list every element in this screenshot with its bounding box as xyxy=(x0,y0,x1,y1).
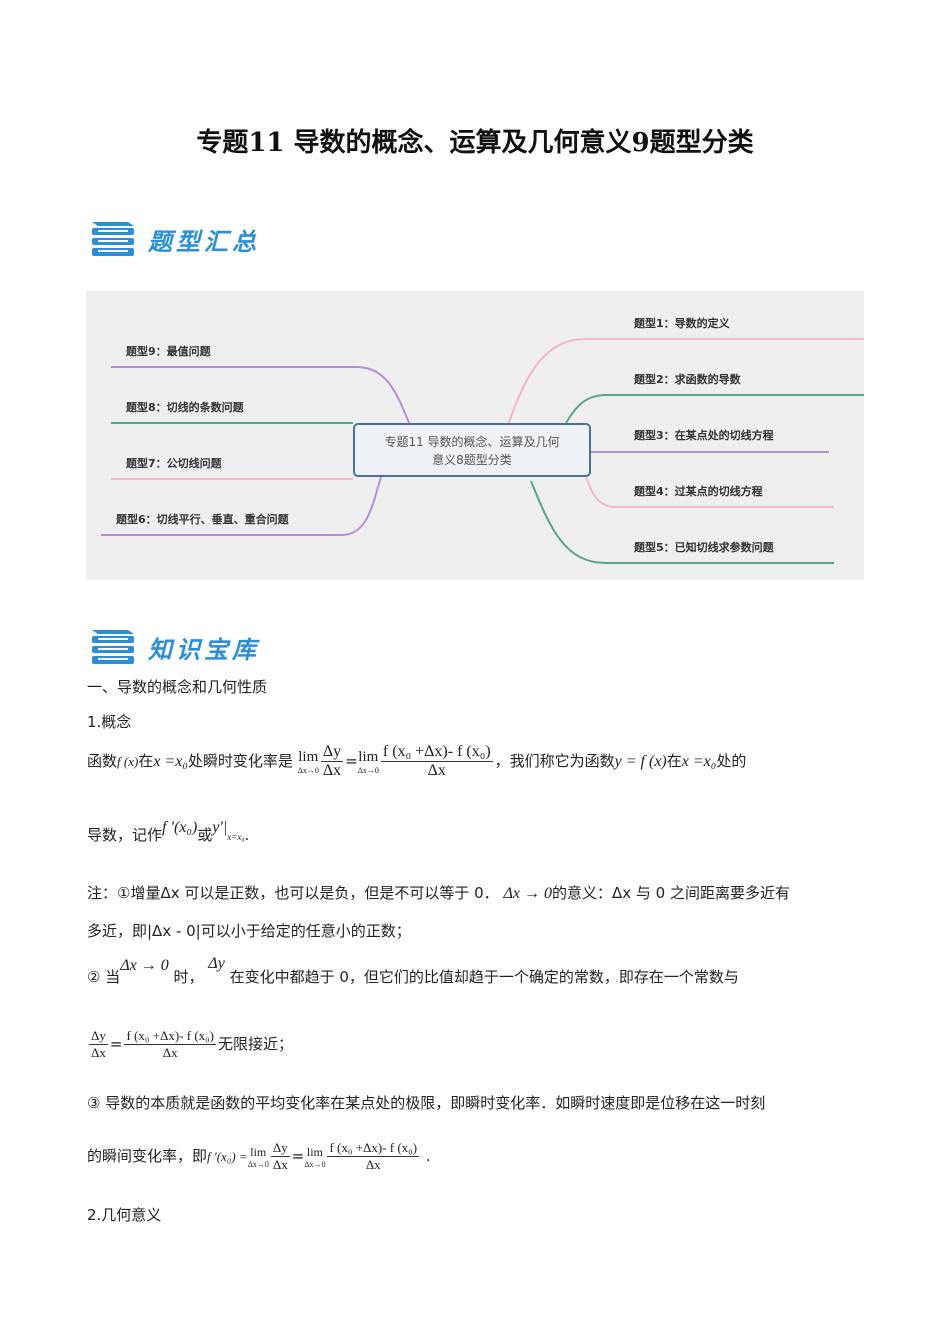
node-type-2: 题型2：求函数的导数 xyxy=(634,373,741,386)
branch-5 xyxy=(530,480,834,564)
node-type-9: 题型9：最值问题 xyxy=(126,345,211,358)
math: Δx → 0 xyxy=(503,885,552,902)
banner-summary-label: 题型汇总 xyxy=(148,226,260,256)
subheading-concept: 1.概念 xyxy=(87,713,132,731)
lim-sub: Δx→0 xyxy=(297,765,319,775)
eq: = xyxy=(345,752,358,770)
lim-sub: Δx→0 xyxy=(304,1159,326,1169)
note-3: ② 当Δx → 0 时， Δy 在变化中都趋于 0，但它们的比值却趋于一个确定的… xyxy=(87,955,739,987)
notation-line: 导数，记作f ′(x₀)或y′|x=x₀. xyxy=(87,819,250,845)
text: 导数，记作 xyxy=(87,826,163,844)
text: . xyxy=(425,1147,431,1165)
math: f (x) xyxy=(117,754,139,769)
branch-2 xyxy=(565,394,864,424)
lim-sub: Δx→0 xyxy=(247,1159,269,1169)
math: Δy xyxy=(208,955,225,972)
fraction: f (x₀ +Δx)- f (x₀)Δx xyxy=(380,743,493,780)
text: . xyxy=(244,826,250,844)
math: x =x₀ xyxy=(681,753,717,770)
branch-1 xyxy=(505,338,864,432)
lim: lim xyxy=(358,748,379,765)
den: Δx xyxy=(322,762,342,779)
num: Δy xyxy=(89,1028,108,1045)
node-type-1: 题型1：导数的定义 xyxy=(634,317,730,330)
den: Δx xyxy=(162,1045,178,1060)
math-sub: x=x₀ xyxy=(227,832,245,842)
branch-6 xyxy=(101,476,382,536)
lim: lim xyxy=(306,1144,323,1159)
text: ② 当 xyxy=(87,968,121,986)
mind-map-branches xyxy=(101,338,864,564)
text: 在 xyxy=(666,752,682,770)
eq: = xyxy=(109,1035,123,1053)
branch-4 xyxy=(583,470,834,508)
text: 在变化中都趋于 0，但它们的比值却趋于一个确定的常数，即存在一个常数与 xyxy=(229,968,739,986)
note-1: 注：①增量Δx 可以是正数，也可以是负，但是不可以等于 0． Δx → 0的意义… xyxy=(87,882,790,903)
text: 的瞬间变化率，即 xyxy=(87,1147,208,1165)
note-2: 多近，即|Δx - 0|可以小于给定的任意小的正数； xyxy=(87,922,411,940)
text: 在 xyxy=(138,752,154,770)
text: 的意义：Δx 与 0 之间距离要多近有 xyxy=(551,884,790,902)
section-heading: 一、导数的概念和几何性质 xyxy=(87,678,268,696)
banner-summary: 题型汇总 xyxy=(90,218,260,260)
den: Δx xyxy=(91,1045,106,1060)
banner-knowledge-label: 知识宝库 xyxy=(148,634,260,664)
subheading-geometry: 2.几何意义 xyxy=(87,1206,162,1224)
node-type-6: 题型6：切线平行、垂直、重合问题 xyxy=(116,513,289,526)
math: y′| xyxy=(212,819,228,836)
lim-sub: Δx→0 xyxy=(357,765,379,775)
lim: lim xyxy=(250,1144,267,1159)
num: f (x₀ +Δx)- f (x₀) xyxy=(327,1140,420,1157)
num: Δy xyxy=(320,743,344,762)
branch-9 xyxy=(111,366,410,424)
text: 时， xyxy=(173,968,204,986)
num: Δy xyxy=(270,1140,290,1157)
note-5: ③ 导数的本质就是函数的平均变化率在某点处的极限，即瞬时变化率．如瞬时速度即是位… xyxy=(87,1094,766,1112)
books-icon xyxy=(92,630,134,664)
math: x =x₀ xyxy=(153,753,188,770)
text: ，我们称它为函数 xyxy=(494,752,615,770)
center-line-2: 意义8题型分类 xyxy=(432,453,512,467)
banner-knowledge: 知识宝库 xyxy=(90,626,260,668)
node-type-8: 题型8：切线的条数问题 xyxy=(126,401,244,414)
den: Δx xyxy=(365,1157,381,1172)
text: 或 xyxy=(197,826,213,844)
num: f (x₀ +Δx)- f (x₀) xyxy=(124,1028,217,1045)
den: Δx xyxy=(427,762,446,779)
center-line-1: 专题11 导数的概念、运算及几何 xyxy=(384,435,560,449)
math: f ′(x₀) xyxy=(162,819,198,836)
books-icon xyxy=(92,222,134,256)
mind-map-center-node: 专题11 导数的概念、运算及几何意义8题型分类 xyxy=(353,423,591,477)
text: 处的 xyxy=(716,752,747,770)
mind-map: 专题11 导数的概念、运算及几何意义8题型分类 题型1：导数的定义 题型2：求函… xyxy=(86,291,864,580)
node-type-7: 题型7：公切线问题 xyxy=(126,457,222,470)
text: 函数 xyxy=(87,752,118,770)
math: f ′(x₀) = xyxy=(207,1149,248,1164)
num: f (x₀ +Δx)- f (x₀) xyxy=(380,743,493,762)
math: Δx → 0 xyxy=(120,957,169,974)
node-type-4: 题型4：过某点的切线方程 xyxy=(634,485,763,498)
fraction: f (x₀ +Δx)- f (x₀)Δx xyxy=(124,1028,217,1061)
text: 无限接近； xyxy=(218,1035,294,1053)
text: 注：①增量Δx 可以是正数，也可以是负，但是不可以等于 0． xyxy=(87,884,499,902)
node-type-5: 题型5：已知切线求参数问题 xyxy=(634,541,774,554)
lim: lim xyxy=(298,748,319,765)
fraction: f (x₀ +Δx)- f (x₀)Δx xyxy=(327,1140,420,1173)
math: y = f (x) xyxy=(614,753,667,770)
den: Δx xyxy=(272,1157,288,1172)
page-title: 专题11 导数的概念、运算及几何意义9题型分类 xyxy=(196,128,754,158)
text: 处瞬时变化率是 xyxy=(187,752,293,770)
node-type-3: 题型3：在某点处的切线方程 xyxy=(634,429,774,442)
eq: = xyxy=(291,1147,305,1165)
